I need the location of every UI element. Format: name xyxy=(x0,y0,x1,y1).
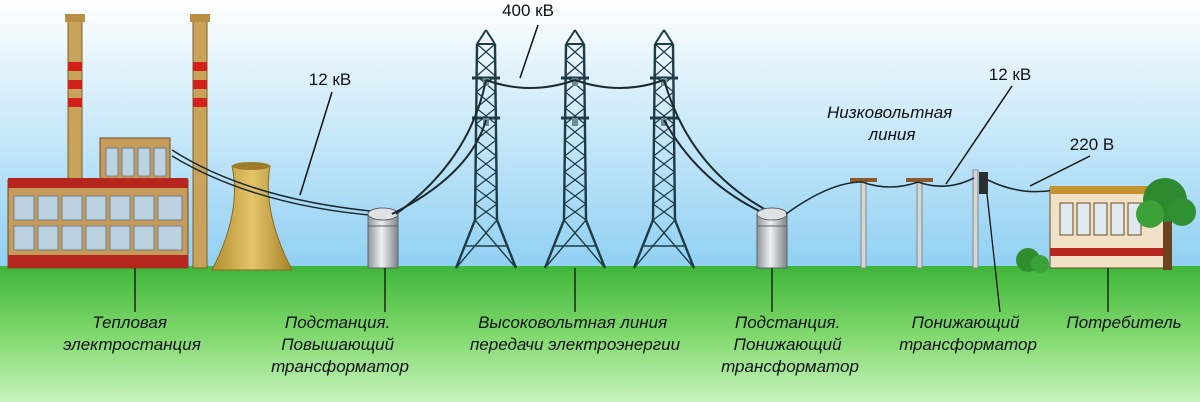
caption-hv-line-2: передачи электроэнергии xyxy=(470,335,681,354)
voltage-generation-label: 12 кВ xyxy=(309,70,351,89)
voltage-transmission-label: 400 кВ xyxy=(502,1,554,20)
svg-text:Подстанция. Повышающий: Подстанция. Повышающий трансформатор xyxy=(271,313,409,376)
caption-step-up: Подстанция. xyxy=(285,313,390,332)
step-up-substation xyxy=(367,207,399,269)
caption-step-down-2: Понижающий xyxy=(734,335,842,354)
caption-step-down-3: трансформатор xyxy=(721,357,859,376)
caption-consumer: Потребитель xyxy=(1066,313,1181,332)
caption-pole-transformer: Понижающий xyxy=(912,313,1020,332)
svg-text:Низковольтная линия: Низковольтная линия xyxy=(827,103,957,144)
low-voltage-poles xyxy=(850,169,988,269)
svg-text:Тепловая электростанция: Тепловая электростанция xyxy=(63,313,201,354)
low-voltage-line-label: Низковольтная xyxy=(827,103,952,122)
svg-text:Высоковольтная линия перед: Высоковольтная линия передачи электроэне… xyxy=(470,313,681,354)
hv-tower-1 xyxy=(454,29,518,269)
caption-step-up-3: трансформатор xyxy=(271,357,409,376)
svg-text:Понижающий трансформатор: Понижающий трансформатор xyxy=(899,313,1037,354)
svg-text:Потребитель: Потребитель xyxy=(1066,313,1181,332)
consumer-house xyxy=(1016,178,1196,273)
hv-towers xyxy=(454,29,696,269)
low-voltage-line-label-2: линия xyxy=(868,125,916,144)
voltage-distribution-label: 12 кВ xyxy=(989,65,1031,84)
svg-text:Подстанция. Понижающий: Подстанция. Понижающий трансформатор xyxy=(721,313,859,376)
caption-pole-transformer-2: трансформатор xyxy=(899,335,1037,354)
voltage-consumer-label: 220 В xyxy=(1070,135,1114,154)
caption-hv-line: Высоковольтная линия xyxy=(478,313,667,332)
step-down-substation xyxy=(756,207,788,269)
caption-power-plant-2: электростанция xyxy=(63,335,201,354)
thermal-power-plant xyxy=(7,14,293,271)
hv-tower-3 xyxy=(632,29,696,269)
caption-step-down: Подстанция. xyxy=(735,313,840,332)
hv-tower-2 xyxy=(543,29,607,269)
caption-step-up-2: Повышающий xyxy=(281,335,394,354)
caption-power-plant: Тепловая xyxy=(92,313,167,332)
ground xyxy=(0,266,1200,402)
